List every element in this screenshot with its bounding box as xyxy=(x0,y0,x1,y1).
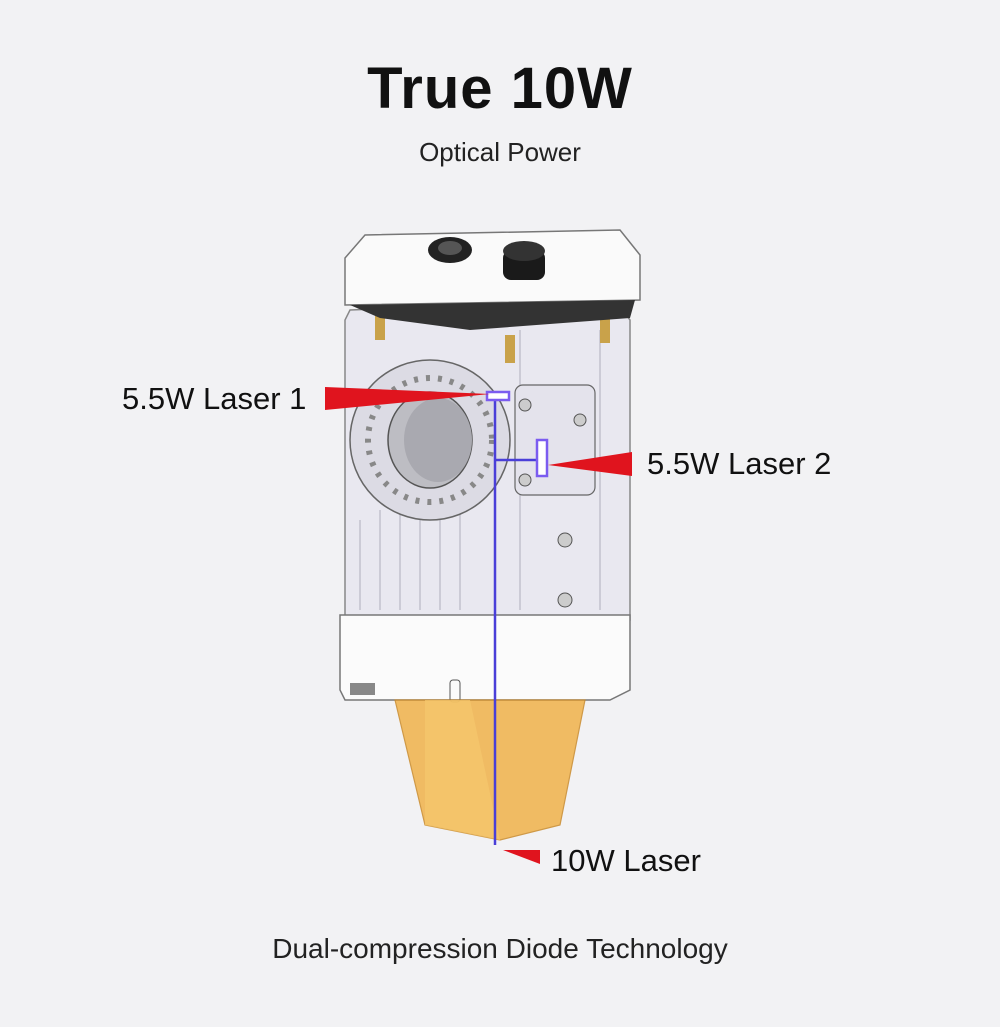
top-cap xyxy=(344,229,641,330)
pointer-10w xyxy=(503,850,540,864)
laser-beam xyxy=(485,390,549,845)
page-subtitle: Optical Power xyxy=(419,137,581,167)
base-block xyxy=(339,614,631,703)
pointer-laser1 xyxy=(325,387,490,410)
module-body xyxy=(344,299,631,621)
pointer-laser2 xyxy=(548,452,632,476)
callout-laser-1: 5.5W Laser 1 xyxy=(122,381,307,416)
callout-laser-2: 5.5W Laser 2 xyxy=(647,446,832,481)
page-title: True 10W xyxy=(367,56,633,121)
heatsink xyxy=(349,359,511,521)
footer-caption: Dual-compression Diode Technology xyxy=(272,933,728,964)
callout-10w-laser: 10W Laser xyxy=(551,843,701,878)
nozzle xyxy=(394,699,586,841)
